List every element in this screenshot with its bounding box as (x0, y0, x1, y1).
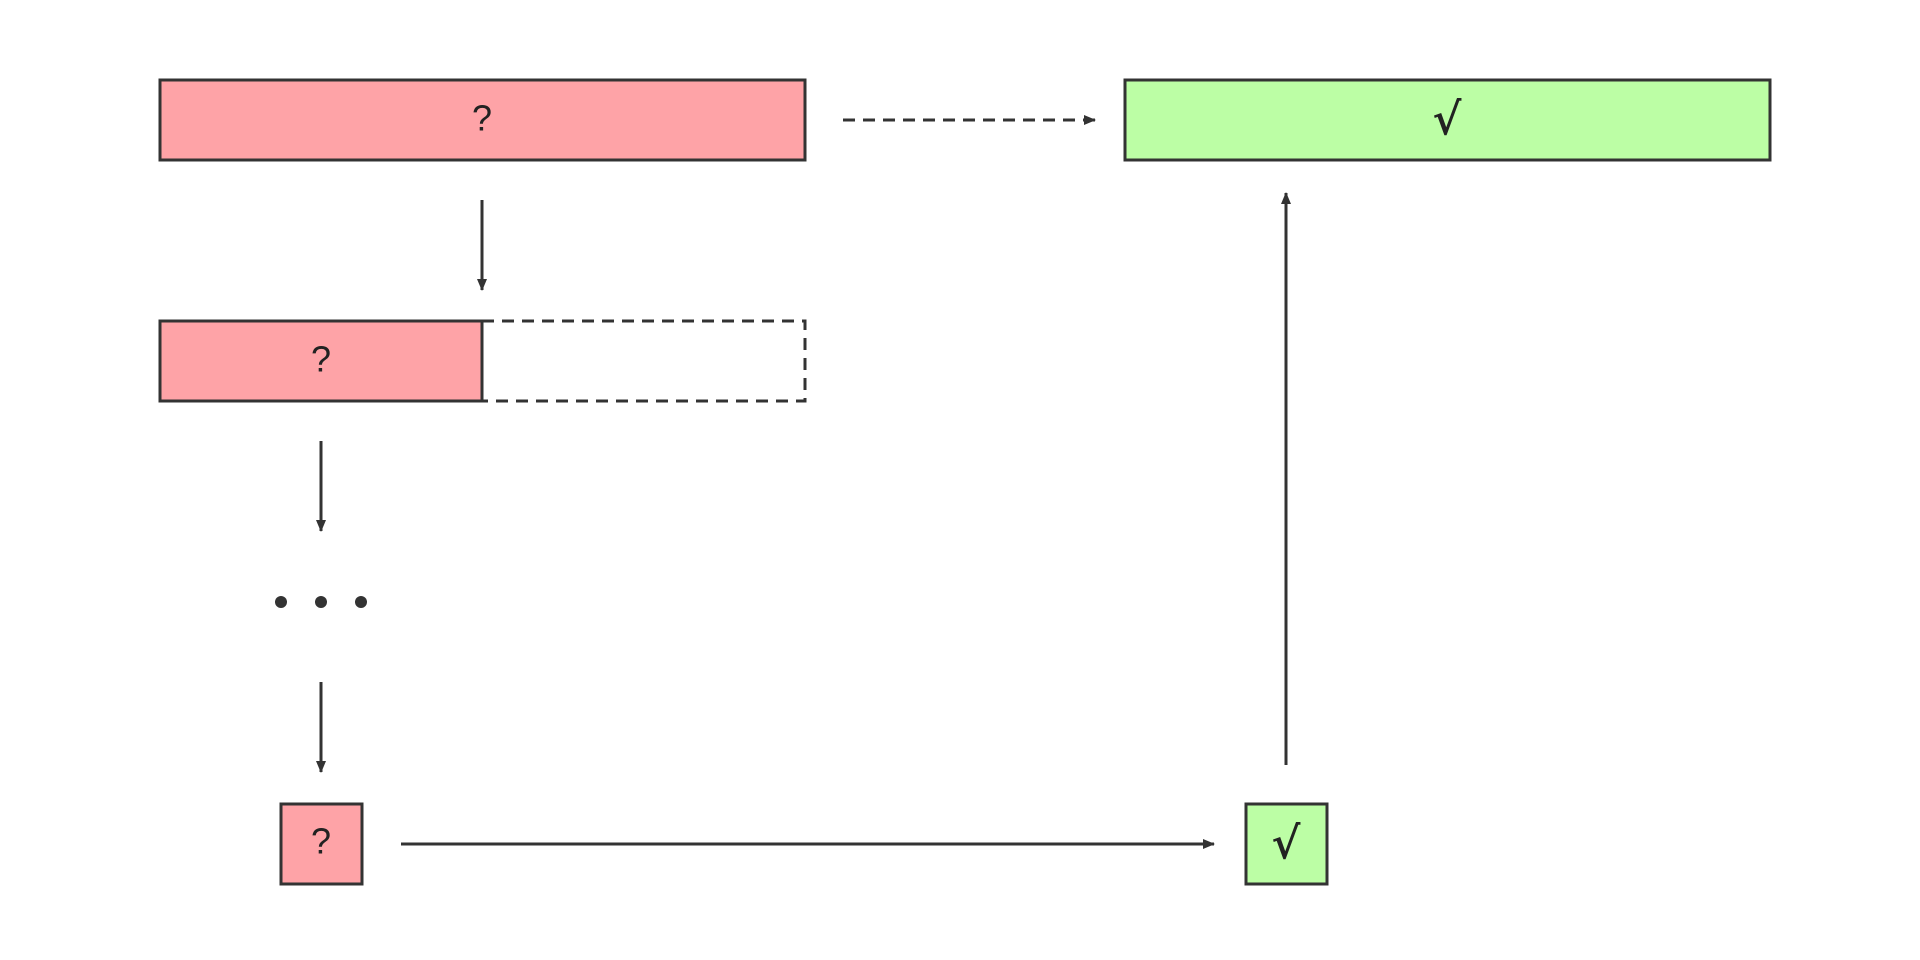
problem-half-node: ? (158, 319, 807, 403)
problem-smallest-node: ? (279, 802, 364, 886)
problem-smallest-label: ? (311, 821, 331, 862)
solution-full-label: √ (1433, 95, 1462, 146)
discarded-half-outline (480, 319, 807, 403)
problem-half-label: ? (311, 339, 331, 380)
problem-full-node: ? (158, 78, 807, 162)
solution-full-node: √ (1123, 78, 1772, 162)
ellipsis-dots (275, 596, 367, 608)
solution-smallest-label: √ (1272, 819, 1301, 870)
problem-full-label: ? (472, 98, 492, 139)
solution-smallest-node: √ (1244, 802, 1329, 886)
